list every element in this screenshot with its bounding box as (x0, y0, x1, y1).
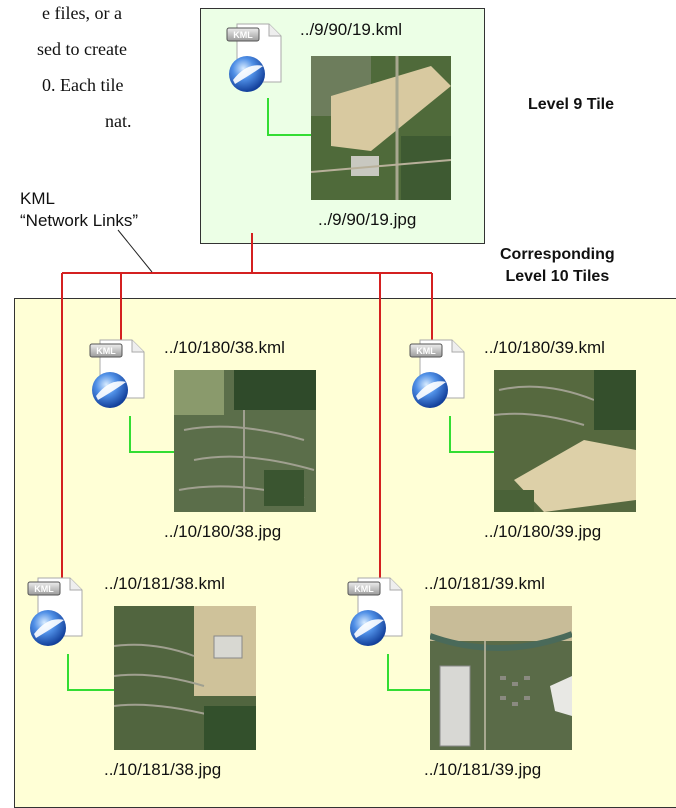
svg-text:KML: KML (354, 584, 374, 594)
svg-text:KML: KML (96, 346, 116, 356)
svg-text:KML: KML (416, 346, 436, 356)
tile-kml-label[interactable]: ../10/181/38.kml (104, 574, 225, 593)
aerial-tile-image[interactable] (430, 606, 572, 750)
aerial-tile-image[interactable] (114, 606, 256, 750)
level-10-title-line-2: Level 10 Tiles (505, 268, 610, 285)
level-10-title: Corresponding Level 10 Tiles (500, 244, 615, 288)
tile-jpg-label[interactable]: ../10/180/39.jpg (484, 522, 602, 541)
kml-file-icon[interactable]: KML (225, 22, 285, 96)
red-link-tree (61, 233, 433, 588)
kml-file-icon[interactable]: KML (26, 576, 86, 650)
kml-file-icon[interactable]: KML (346, 576, 406, 650)
svg-text:KML: KML (34, 584, 54, 594)
level-10-title-line-1: Corresponding (500, 246, 615, 263)
kml-file-icon[interactable]: KML (408, 338, 468, 412)
aerial-tile-image[interactable] (174, 370, 316, 512)
tile-jpg-label[interactable]: ../10/181/38.jpg (104, 760, 222, 779)
green-connector-9 (267, 98, 312, 136)
green-connector-181-39 (387, 654, 430, 691)
network-links-pointer (117, 229, 153, 273)
intro-line-1: e files, or a (42, 3, 122, 23)
green-connector-180-38 (129, 416, 176, 453)
level-9-kml-label[interactable]: ../9/90/19.kml (300, 20, 403, 39)
kml-file-icon[interactable]: KML (88, 338, 148, 412)
svg-text:KML: KML (233, 30, 253, 40)
green-connectors (67, 98, 494, 691)
green-connector-181-38 (67, 654, 114, 691)
tile-kml-label[interactable]: ../10/181/39.kml (424, 574, 545, 593)
level-9-jpg-label[interactable]: ../9/90/19.jpg (318, 210, 417, 229)
aerial-tile-image[interactable] (494, 370, 636, 512)
intro-line-3: 0. Each tile (42, 75, 124, 95)
tile-jpg-label[interactable]: ../10/180/38.jpg (164, 522, 282, 541)
tile-kml-label[interactable]: ../10/180/39.kml (484, 338, 605, 357)
green-connector-180-39 (449, 416, 494, 453)
tile-kml-label[interactable]: ../10/180/38.kml (164, 338, 285, 357)
intro-line-4: nat. (105, 111, 132, 131)
network-links-label: KML “Network Links” (20, 188, 138, 232)
network-links-label-line-2: “Network Links” (20, 211, 139, 230)
network-links-label-line-1: KML (20, 189, 55, 208)
intro-line-2: sed to create (37, 39, 127, 59)
aerial-tile-image[interactable] (311, 56, 451, 200)
level-9-title: Level 9 Tile (528, 96, 614, 113)
tile-jpg-label[interactable]: ../10/181/39.jpg (424, 760, 542, 779)
